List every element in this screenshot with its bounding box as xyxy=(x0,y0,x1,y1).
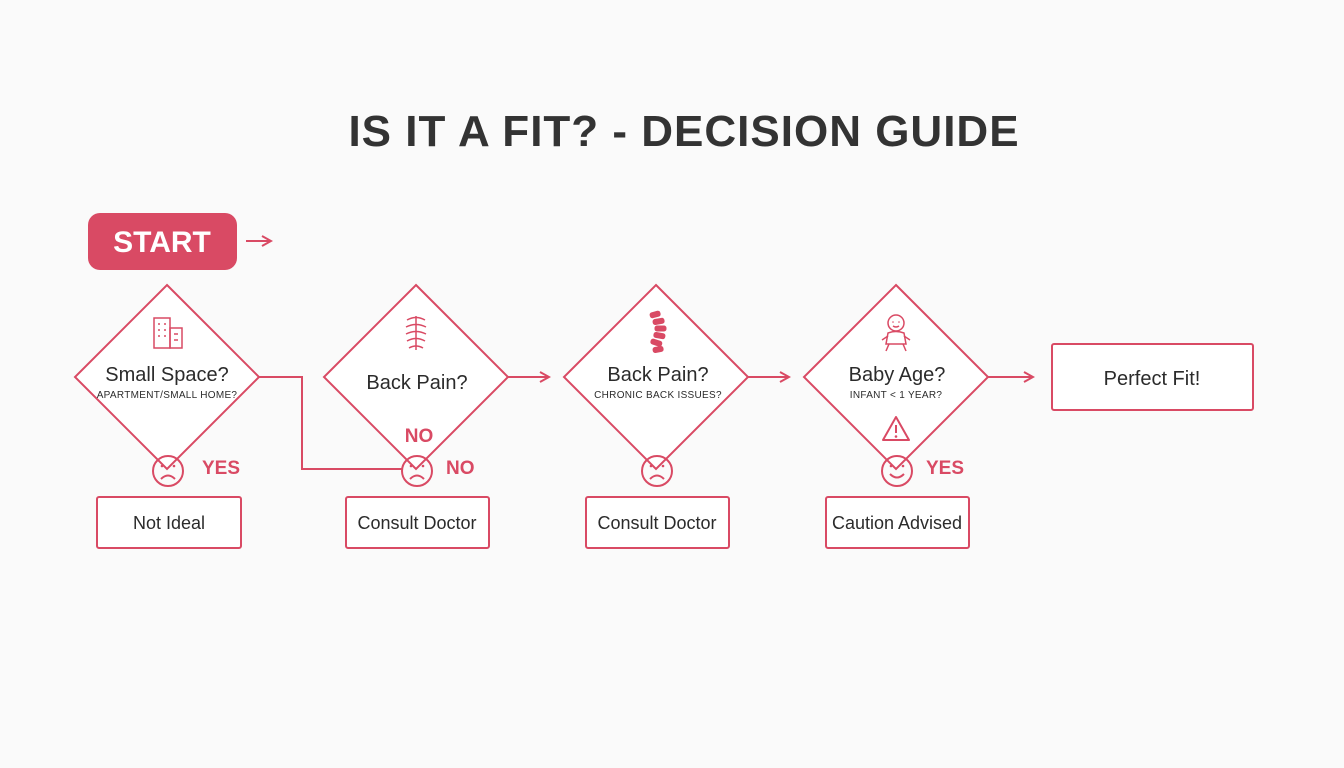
decision-detail: CHRONIC BACK ISSUES? xyxy=(594,390,722,401)
decision-diamond xyxy=(73,283,261,471)
outcome-label: Caution Advised xyxy=(832,513,962,533)
decision-back-pain: Back Pain? NO NO Consult Doctor xyxy=(322,283,510,549)
start-node: START xyxy=(88,213,237,270)
decision-detail: INFANT < 1 YEAR? xyxy=(850,390,943,401)
branch-label: NO xyxy=(446,458,475,479)
decision-baby-age: Baby Age? INFANT < 1 YEAR? YES Caution A… xyxy=(802,283,990,549)
building-icon xyxy=(153,317,183,349)
sad-face-icon xyxy=(401,455,433,487)
decision-diamond xyxy=(802,283,990,471)
spine-icon xyxy=(649,310,667,354)
outcome-label: Not Ideal xyxy=(133,513,205,533)
sad-face-icon xyxy=(641,455,673,487)
decision-question: Baby Age? xyxy=(849,364,946,386)
outcome-label: Consult Doctor xyxy=(597,513,716,533)
decision-question: Back Pain? xyxy=(366,372,467,394)
decision-question: Back Pain? xyxy=(607,364,708,386)
outcome-label: Consult Doctor xyxy=(357,513,476,533)
decision-chronic-back-pain: Back Pain? CHRONIC BACK ISSUES? Consult … xyxy=(562,283,750,549)
outcome-box xyxy=(825,496,970,549)
final-node: Perfect Fit! xyxy=(1051,343,1254,411)
baby-icon xyxy=(881,314,911,352)
page-title: IS IT A FIT? - DECISION GUIDE xyxy=(348,107,1019,156)
branch-label: YES xyxy=(926,458,964,479)
final-label: Perfect Fit! xyxy=(1104,368,1201,390)
warning-icon xyxy=(882,416,910,441)
happy-face-icon xyxy=(881,455,913,487)
spine-icon xyxy=(405,316,427,350)
start-pill xyxy=(88,213,237,270)
decision-small-space: Small Space? APARTMENT/SMALL HOME? YES N… xyxy=(73,283,261,549)
decision-question: Small Space? xyxy=(105,364,228,386)
outcome-box xyxy=(345,496,490,549)
decision-diamond xyxy=(322,283,510,471)
decision-detail: APARTMENT/SMALL HOME? xyxy=(97,390,238,401)
start-label: START xyxy=(113,226,211,259)
sad-face-icon xyxy=(152,455,184,487)
final-box xyxy=(1051,343,1254,411)
outcome-box xyxy=(585,496,730,549)
branch-label: YES xyxy=(202,458,240,479)
outcome-box xyxy=(96,496,242,549)
decision-diamond xyxy=(562,283,750,471)
connector-1-2 xyxy=(259,376,402,470)
inner-branch-label: NO xyxy=(405,426,434,447)
